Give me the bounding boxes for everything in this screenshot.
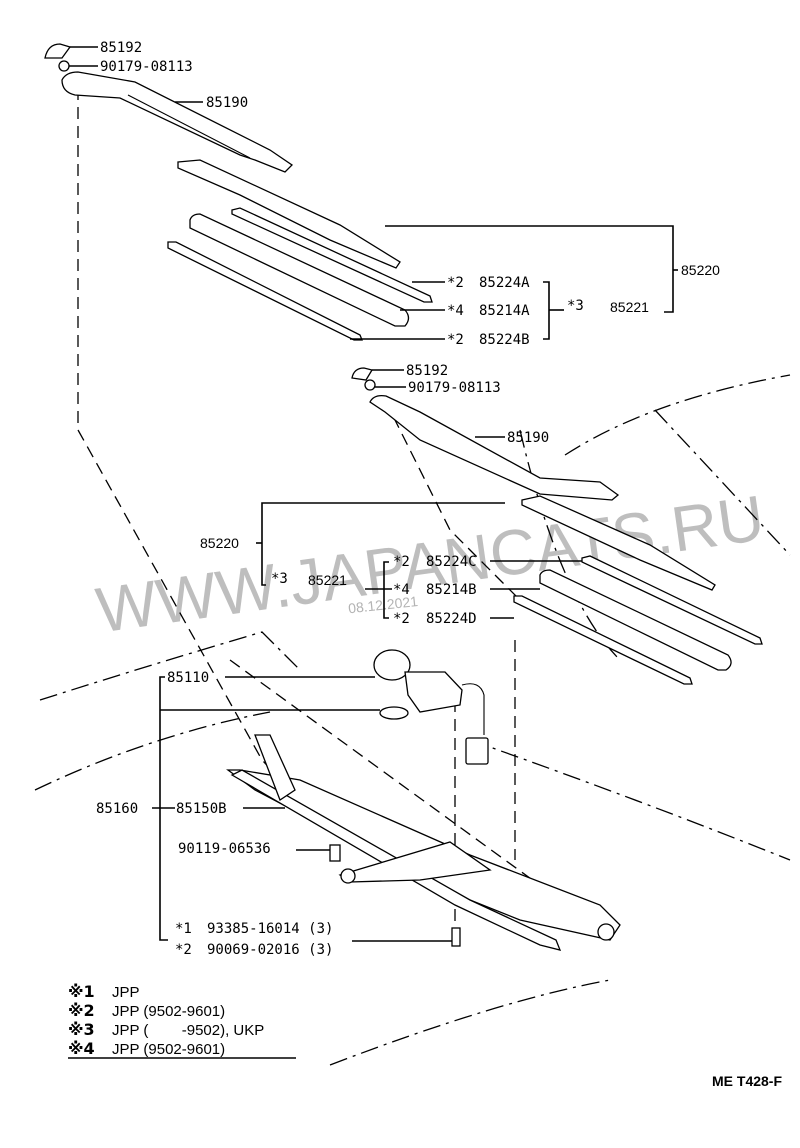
label-bolt-2: 90069-02016 (3) — [207, 942, 333, 958]
label-85224b: 85224B — [479, 332, 530, 348]
label-blade-assy-lower: 85220 — [200, 535, 239, 551]
legend-text-1: JPP — [112, 984, 140, 1001]
lower-callouts: 85192 90179-08113 85190 85220 *3 85221 *… — [200, 363, 582, 627]
lower-wiper-arm-drawing — [351, 367, 763, 685]
note-rubber-backing-a: *2 — [447, 275, 464, 291]
arm-cap-icon — [44, 43, 72, 59]
legend-text-2: JPP (9502-9601) — [112, 1003, 225, 1020]
lower-rubber-backing-c — [581, 555, 763, 645]
legend-mark-4: ※4 — [68, 1039, 95, 1058]
legend-mark-2: ※2 — [68, 1001, 95, 1020]
label-85214b: 85214B — [426, 582, 477, 598]
label-85224d: 85224D — [426, 611, 477, 627]
motor-icon — [373, 649, 411, 681]
note-rubber-upper: *4 — [447, 303, 464, 319]
lower-rubber — [539, 569, 732, 671]
date-stamp: 08.12.2021 — [347, 593, 419, 616]
legend-text-3: JPP ( -9502), UKP — [112, 1022, 264, 1039]
label-85224c: 85224C — [426, 554, 477, 570]
bolt-icon — [329, 844, 341, 862]
note-3-upper: *3 — [567, 298, 584, 314]
label-arm-upper: 85190 — [206, 95, 248, 111]
bolt-2-icon — [451, 927, 461, 947]
note-rubber-lower: *4 — [393, 582, 410, 598]
legend-mark-3: ※3 — [68, 1020, 95, 1039]
legend-text-4: JPP (9502-9601) — [112, 1041, 225, 1058]
label-grommet: 93385-16014 (3) — [207, 921, 333, 937]
upper-rubber-backing-b — [167, 241, 363, 341]
lower-blade-frame — [521, 495, 716, 591]
label-blade-upper: 85221 — [610, 299, 649, 315]
label-nut-lower: 90179-08113 — [408, 380, 501, 396]
upper-rubber-backing-a — [231, 207, 433, 303]
label-85192-lower: 85192 — [406, 363, 448, 379]
label-85192-upper: 85192 — [100, 40, 142, 56]
note-rubber-backing-c: *2 — [393, 554, 410, 570]
note-grommet: *1 — [175, 921, 192, 937]
label-arm-lower: 85190 — [507, 430, 549, 446]
label-bolt: 90119-06536 — [178, 841, 271, 857]
linkage-callouts: 85110 85160 85150B 90119-06536 *1 93385-… — [96, 670, 452, 958]
legend: ※1 JPP ※2 JPP (9502-9601) ※3 JPP ( -9502… — [68, 982, 296, 1059]
upper-callouts: 85192 90179-08113 85190 85220 85221 *3 *… — [69, 40, 720, 348]
upper-wiper-arm-drawing — [44, 43, 433, 341]
label-motor: 85110 — [167, 670, 209, 686]
label-blade-lower: 85221 — [308, 572, 347, 588]
connector-icon — [465, 737, 489, 765]
grommet-clamp-icon — [379, 706, 409, 720]
upper-blade-frame — [177, 159, 401, 269]
arm-cap-icon-2 — [351, 367, 374, 381]
label-85214a: 85214A — [479, 303, 530, 319]
note-bolt-2: *2 — [175, 942, 192, 958]
label-nut-upper: 90179-08113 — [100, 59, 193, 75]
legend-mark-1: ※1 — [68, 982, 95, 1001]
label-blade-assy-upper: 85220 — [681, 262, 720, 278]
diagram-code: ME T428-F — [712, 1073, 782, 1089]
motor-linkage-drawing — [226, 649, 621, 951]
label-link: 85150B — [176, 801, 227, 817]
label-85224a: 85224A — [479, 275, 530, 291]
note-rubber-backing-d: *2 — [393, 611, 410, 627]
lower-rubber-backing-d — [513, 595, 693, 685]
label-link-assy: 85160 — [96, 801, 138, 817]
nut-icon — [58, 60, 70, 72]
note-3-lower: *3 — [271, 571, 288, 587]
note-rubber-backing-b: *2 — [447, 332, 464, 348]
nut-icon-2 — [364, 379, 376, 391]
